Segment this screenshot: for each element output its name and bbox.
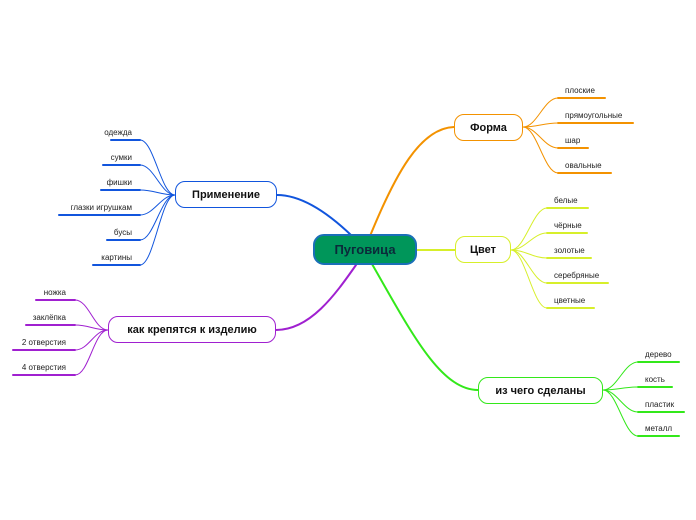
leaf-forma-shar[interactable]: шар [565, 136, 581, 145]
leaf-krepyatsya-4-otverstiya[interactable]: 4 отверстия [21, 363, 66, 372]
leaf-forma-pryamougolnye[interactable]: прямоугольные [565, 111, 623, 120]
leaf-connector-tsvet-1 [510, 232, 548, 251]
leaf-connector-krepyatsya-3 [74, 329, 109, 376]
leaf-connector-forma-0 [522, 97, 559, 128]
connector-primenenie [276, 194, 353, 237]
leaf-connector-forma-1 [522, 122, 559, 128]
leaf-forma-ploskie[interactable]: плоские [565, 86, 595, 95]
leaf-krepyatsya-zaklepka[interactable]: заклёпка [32, 313, 66, 322]
central-topic-node[interactable]: Пуговица [313, 234, 417, 265]
leaf-connector-material-3 [602, 389, 639, 437]
leaf-primenenie-kartiny[interactable]: картины [101, 253, 132, 262]
leaf-connector-material-1 [602, 386, 639, 391]
leaf-tsvet-chernye[interactable]: чёрные [554, 221, 582, 230]
leaf-primenenie-odezhda[interactable]: одежда [104, 128, 132, 137]
leaf-connector-primenenie-1 [139, 164, 176, 196]
leaf-material-metall[interactable]: металл [645, 424, 673, 433]
leaf-primenenie-busy[interactable]: бусы [113, 228, 132, 237]
leaf-primenenie-sumki[interactable]: сумки [110, 153, 132, 162]
leaf-connector-forma-2 [522, 126, 559, 149]
leaf-connector-tsvet-4 [510, 249, 548, 309]
branch-krepyatsya[interactable]: как крепятся к изделию [108, 316, 276, 343]
leaf-connector-primenenie-2 [139, 189, 176, 196]
branch-primenenie[interactable]: Применение [175, 181, 277, 208]
leaf-connector-krepyatsya-1 [74, 324, 109, 331]
leaf-connector-material-2 [602, 389, 639, 413]
leaf-connector-krepyatsya-0 [74, 299, 109, 331]
leaf-connector-primenenie-4 [139, 194, 176, 241]
leaf-connector-primenenie-5 [139, 194, 176, 266]
branch-forma[interactable]: Форма [454, 114, 523, 141]
leaf-connector-tsvet-0 [510, 207, 548, 251]
leaf-connector-krepyatsya-2 [74, 329, 109, 351]
leaf-tsvet-zolotye[interactable]: золотые [554, 246, 585, 255]
leaf-primenenie-fishki[interactable]: фишки [106, 178, 132, 187]
leaf-tsvet-tsvetnye[interactable]: цветные [554, 296, 586, 305]
leaf-connector-forma-3 [522, 126, 559, 174]
connector-krepyatsya [275, 264, 357, 331]
leaf-material-derevo[interactable]: дерево [645, 350, 672, 359]
leaf-forma-ovalnye[interactable]: овальные [565, 161, 602, 170]
leaf-tsvet-belye[interactable]: белые [554, 196, 578, 205]
leaf-material-kost[interactable]: кость [645, 375, 665, 384]
leaf-material-plastik[interactable]: пластик [645, 400, 675, 409]
leaf-krepyatsya-nozhka[interactable]: ножка [43, 288, 66, 297]
connector-material [371, 263, 479, 391]
leaf-tsvet-serebryanye[interactable]: серебряные [554, 271, 600, 280]
branch-material[interactable]: из чего сделаны [478, 377, 603, 404]
connector-forma [369, 126, 455, 237]
leaf-primenenie-glazki[interactable]: глазки игрушкам [70, 203, 132, 212]
leaf-krepyatsya-2-otverstiya[interactable]: 2 отверстия [21, 338, 66, 347]
leaf-connector-primenenie-0 [139, 139, 176, 196]
branch-tsvet[interactable]: Цвет [455, 236, 511, 263]
leaf-connector-material-0 [602, 361, 639, 391]
